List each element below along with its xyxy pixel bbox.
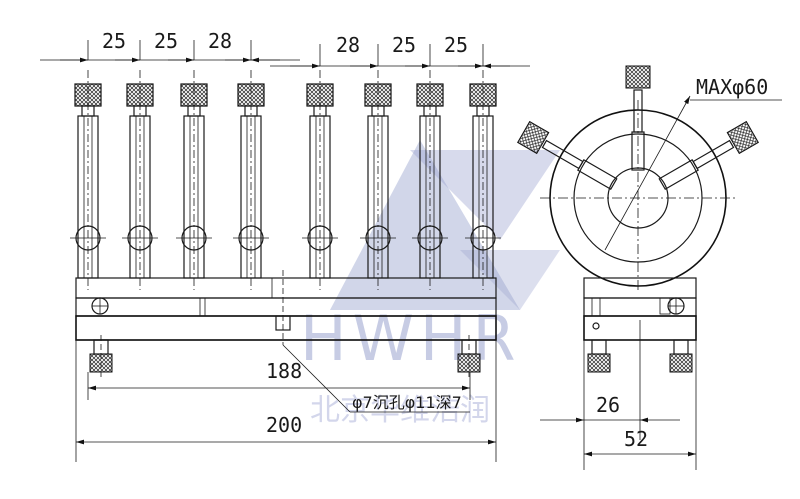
watermark-text: HWHR	[300, 302, 522, 375]
dim-200: 200	[266, 413, 302, 437]
dim-spacing-3: 28	[208, 29, 232, 53]
foot-left	[89, 335, 113, 380]
jaw-lower-left	[517, 120, 618, 191]
hole-note: φ7沉孔φ11深7	[352, 393, 462, 412]
dim-spacing-5: 25	[392, 33, 416, 57]
post-4	[233, 70, 269, 290]
dim-spacing-2: 25	[154, 29, 178, 53]
dim-188: 188	[266, 359, 302, 383]
side-view: MAXφ60 26 52	[517, 65, 782, 470]
posts-group	[70, 70, 501, 290]
top-dimension-chain: 25 25 28 28 25 25	[40, 29, 530, 69]
dim-spacing-6: 25	[444, 33, 468, 57]
knob-top	[625, 65, 651, 89]
post-6	[360, 70, 396, 290]
post-8	[465, 70, 501, 290]
side-foot-right	[669, 353, 693, 373]
post-1	[70, 70, 106, 290]
dim-spacing-4: 28	[336, 33, 360, 57]
side-foot-left	[587, 353, 611, 373]
post-5	[302, 70, 338, 290]
post-7	[412, 70, 448, 290]
post-2	[122, 70, 158, 290]
watermark-company: 北京华维浩润	[310, 393, 490, 428]
post-3	[176, 70, 212, 290]
dim-spacing-1: 25	[102, 29, 126, 53]
max-diameter-label: MAXφ60	[696, 75, 768, 99]
front-view: 25 25 28 28 25 25 188 φ7沉孔φ11深7 200	[40, 29, 530, 462]
jaw-lower-right	[658, 120, 759, 191]
dim-52: 52	[624, 427, 648, 451]
side-rail	[583, 277, 697, 299]
foot-right	[457, 335, 481, 380]
bottom-dimensions: 188 φ7沉孔φ11深7 200	[75, 340, 497, 462]
dim-26: 26	[596, 393, 620, 417]
